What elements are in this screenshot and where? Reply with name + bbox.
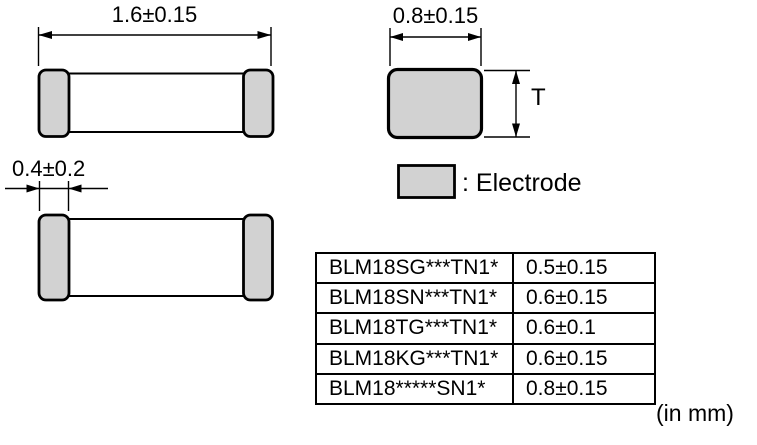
bottom-view xyxy=(5,181,274,302)
component-body xyxy=(54,72,258,133)
unit-note: (in mm) xyxy=(656,400,734,426)
thickness-value-cell: 0.8±0.15 xyxy=(512,372,656,405)
part-number-cell: BLM18SN***TN1* xyxy=(315,282,514,315)
side-view xyxy=(37,27,275,138)
table-row: BLM18SG***TN1* 0.5±0.15 xyxy=(315,251,656,285)
electrode-legend-label: : Electrode xyxy=(462,169,582,197)
table-row: BLM18KG***TN1* 0.6±0.15 xyxy=(315,342,656,375)
arrowhead-left-icon xyxy=(38,31,52,39)
arrowhead-down-icon xyxy=(512,123,520,137)
arrowhead-left-icon xyxy=(68,184,82,193)
electrode-right xyxy=(242,68,275,138)
arrowhead-left-icon xyxy=(390,33,403,41)
table-row: BLM18*****SN1* 0.8±0.15 xyxy=(315,372,656,405)
electrode-width-dimension-label: 0.4±0.2 xyxy=(12,156,86,181)
arrowhead-up-icon xyxy=(512,70,520,84)
electrode-legend-swatch xyxy=(397,164,456,199)
arrowhead-right-icon xyxy=(26,184,40,193)
arrowhead-right-icon xyxy=(468,33,481,41)
width-dimension-label: 0.8±0.15 xyxy=(392,3,479,28)
electrode-left xyxy=(37,68,71,138)
end-view xyxy=(386,28,530,140)
electrode-right xyxy=(242,213,274,302)
part-number-cell: BLM18KG***TN1* xyxy=(315,342,514,375)
thickness-symbol-label: T xyxy=(531,84,546,111)
electrode-left xyxy=(37,213,71,302)
arrowhead-right-icon xyxy=(257,31,271,39)
part-number-cell: BLM18*****SN1* xyxy=(315,372,514,405)
thickness-value-cell: 0.6±0.15 xyxy=(512,282,656,315)
end-view-electrode-face xyxy=(386,67,484,140)
length-dimension-label: 1.6±0.15 xyxy=(111,2,198,27)
part-number-cell: BLM18TG***TN1* xyxy=(315,312,514,345)
thickness-value-cell: 0.6±0.1 xyxy=(512,312,656,345)
thickness-value-cell: 0.6±0.15 xyxy=(512,342,656,375)
table-row: BLM18SN***TN1* 0.6±0.15 xyxy=(315,282,656,315)
thickness-table: BLM18SG***TN1* 0.5±0.15 BLM18SN***TN1* 0… xyxy=(315,251,656,405)
component-body xyxy=(54,218,258,297)
table-row: BLM18TG***TN1* 0.6±0.1 xyxy=(315,312,656,345)
thickness-value-cell: 0.5±0.15 xyxy=(512,251,656,285)
part-number-cell: BLM18SG***TN1* xyxy=(315,251,514,285)
